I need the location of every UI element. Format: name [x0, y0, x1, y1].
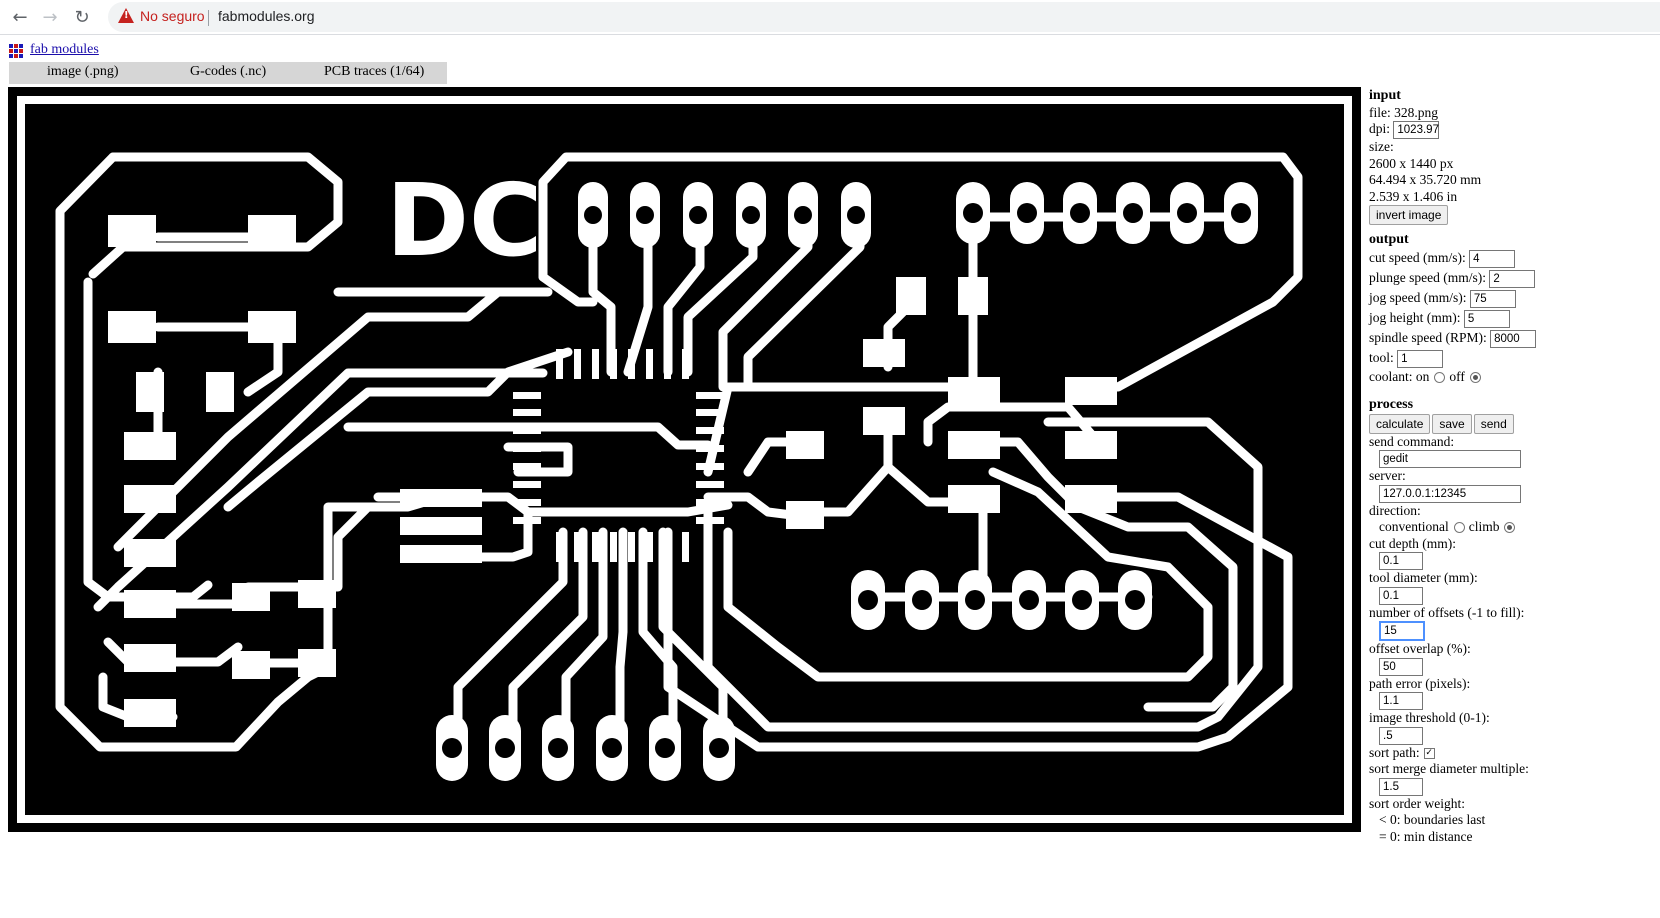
invert-image-button[interactable]: invert image — [1369, 205, 1449, 225]
sort-path-label: sort path: — [1369, 744, 1420, 760]
pcb-traces-svg: DC — [8, 87, 1361, 832]
pcb-image: DC — [8, 87, 1361, 832]
sort-weight-note-1: < 0: boundaries last — [1379, 812, 1486, 827]
send-command-input[interactable]: gedit — [1379, 450, 1521, 468]
sort-weight-label: sort order weight: — [1369, 795, 1465, 811]
input-section-title: input — [1369, 88, 1401, 103]
overlap-label: offset overlap (%): — [1369, 641, 1471, 656]
url-text[interactable]: fabmodules.org — [218, 8, 315, 24]
spindle-speed-label: spindle speed (RPM): — [1369, 329, 1487, 345]
offsets-label: number of offsets (-1 to fill): — [1369, 604, 1525, 620]
tool-label: tool: — [1369, 349, 1394, 365]
path-error-input[interactable]: 1.1 — [1379, 692, 1423, 710]
path-error-label: path error (pixels): — [1369, 675, 1471, 691]
tool-diameter-label: tool diameter (mm): — [1369, 570, 1478, 585]
size-label: size: — [1369, 139, 1394, 154]
warning-icon[interactable] — [118, 8, 134, 23]
conventional-label: conventional — [1379, 519, 1449, 534]
browser-toolbar: ← → ↻ No seguro fabmodules.org — [0, 0, 1660, 35]
size-px: 2600 x 1440 px — [1369, 155, 1454, 171]
fab-modules-link[interactable]: fab modules — [30, 42, 99, 57]
output-section-title: output — [1369, 232, 1409, 247]
menu-image-png[interactable]: image (.png) — [47, 64, 119, 79]
sort-path-checkbox[interactable]: ✓ — [1423, 747, 1435, 759]
dpi-label: dpi: — [1369, 121, 1391, 137]
process-section-title: process — [1369, 397, 1414, 412]
size-in: 2.539 x 1.406 in — [1369, 188, 1458, 204]
server-input[interactable]: 127.0.0.1:12345 — [1379, 484, 1521, 503]
climb-label: climb — [1468, 519, 1500, 534]
reload-icon[interactable]: ↻ — [74, 6, 90, 28]
direction-label: direction: — [1369, 502, 1421, 518]
tool-input[interactable]: 1 — [1397, 349, 1444, 368]
jog-speed-input[interactable]: 75 — [1469, 289, 1516, 308]
climb-radio[interactable] — [1504, 522, 1516, 534]
coolant-off-label: off — [1449, 368, 1465, 384]
tool-diameter-input[interactable]: 0.1 — [1379, 586, 1423, 605]
send-command-label: send command: — [1369, 433, 1455, 449]
menu-gcodes-nc[interactable]: G-codes (.nc) — [190, 64, 267, 79]
fab-logo-icon — [9, 44, 23, 58]
forward-arrow-icon[interactable]: → — [42, 6, 58, 28]
back-arrow-icon[interactable]: ← — [12, 6, 28, 28]
send-button[interactable]: send — [1473, 413, 1514, 434]
cut-depth-label: cut depth (mm): — [1369, 535, 1456, 551]
save-button[interactable]: save — [1432, 413, 1472, 434]
sort-weight-note-2: = 0: min distance — [1379, 828, 1473, 844]
size-mm: 64.494 x 35.720 mm — [1369, 172, 1482, 187]
plunge-speed-input[interactable]: 2 — [1489, 269, 1536, 288]
conventional-radio[interactable] — [1453, 522, 1465, 534]
server-label: server: — [1369, 468, 1406, 483]
cut-depth-input[interactable]: 0.1 — [1379, 552, 1423, 570]
coolant-label: coolant: on — [1369, 368, 1430, 384]
overlap-input[interactable]: 50 — [1379, 657, 1423, 676]
threshold-label: image threshold (0-1): — [1369, 710, 1490, 725]
board-label: DC — [386, 162, 542, 279]
offsets-input[interactable]: 15 — [1379, 621, 1425, 641]
address-separator — [208, 10, 209, 26]
file-name: file: 328.png — [1369, 104, 1438, 120]
coolant-on-radio[interactable] — [1434, 371, 1446, 383]
merge-input[interactable]: 1.5 — [1379, 777, 1423, 796]
settings-panel: input file: 328.png dpi: 1023.97 size: 2… — [1369, 88, 1659, 845]
jog-height-label: jog height (mm): — [1369, 309, 1461, 325]
threshold-input[interactable]: .5 — [1379, 726, 1423, 745]
coolant-off-radio[interactable] — [1469, 371, 1481, 383]
menu-bar: image (.png) G-codes (.nc) PCB traces (1… — [9, 62, 447, 84]
spindle-speed-input[interactable]: 8000 — [1490, 329, 1537, 348]
plunge-speed-label: plunge speed (mm/s): — [1369, 269, 1486, 285]
jog-speed-label: jog speed (mm/s): — [1369, 289, 1467, 305]
menu-pcb-traces[interactable]: PCB traces (1/64) — [324, 64, 425, 79]
address-bar[interactable]: No seguro fabmodules.org — [108, 2, 1660, 32]
jog-height-input[interactable]: 5 — [1463, 309, 1510, 328]
cut-speed-label: cut speed (mm/s): — [1369, 249, 1466, 265]
security-label[interactable]: No seguro — [140, 8, 205, 24]
dpi-input[interactable]: 1023.97 — [1393, 121, 1440, 139]
calculate-button[interactable]: calculate — [1369, 413, 1431, 434]
merge-label: sort merge diameter multiple: — [1369, 761, 1529, 776]
cut-speed-input[interactable]: 4 — [1469, 249, 1516, 268]
